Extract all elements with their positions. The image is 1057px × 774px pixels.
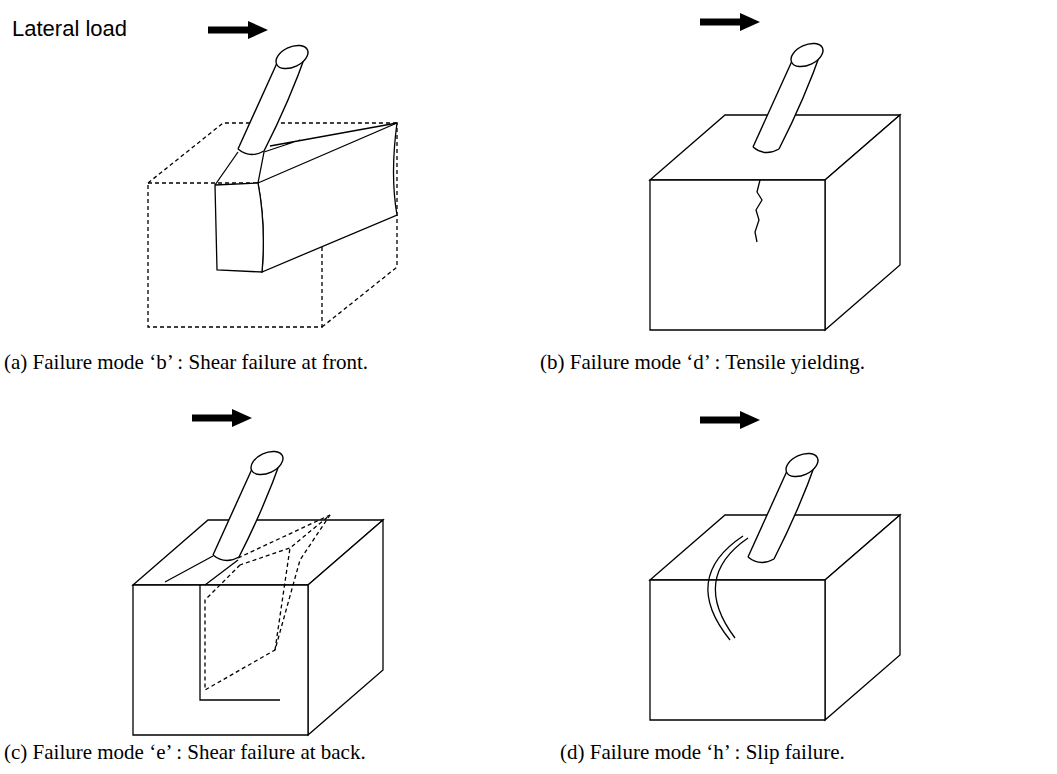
original-outline [148, 123, 397, 327]
concrete-block-b [650, 180, 825, 330]
figure-caption: (a) Failure mode ‘b’ : Shear failure at … [4, 350, 368, 375]
load-arrow [700, 411, 760, 429]
figure-caption: (b) Failure mode ‘d’ : Tensile yielding. [540, 350, 865, 375]
figure-caption: (c) Failure mode ‘e’ : Shear failure at … [4, 740, 366, 765]
concrete-block-c [308, 520, 383, 735]
load-arrow [192, 409, 252, 427]
failure-edge [200, 585, 280, 700]
concrete-block-d [650, 580, 825, 720]
anchor-pipe [213, 447, 287, 561]
crack [755, 180, 762, 242]
concrete-block-a [148, 123, 397, 327]
load-arrow [700, 13, 760, 31]
crack-lines [215, 123, 397, 185]
slip-crack [715, 538, 748, 638]
load-arrow [208, 21, 268, 39]
concrete-block-c [133, 515, 383, 735]
anchor-pipe [748, 449, 822, 563]
concrete-block-d [825, 515, 900, 720]
anchor-pipe [753, 39, 827, 153]
remaining-block [258, 123, 397, 272]
anchor-pipe [238, 41, 312, 155]
figure-caption: (d) Failure mode ‘h’ : Slip failure. [560, 740, 845, 765]
concrete-block-b [825, 115, 900, 330]
removed-wedge [275, 548, 290, 650]
load-label: Lateral load [12, 16, 127, 42]
failure-face [215, 183, 263, 272]
